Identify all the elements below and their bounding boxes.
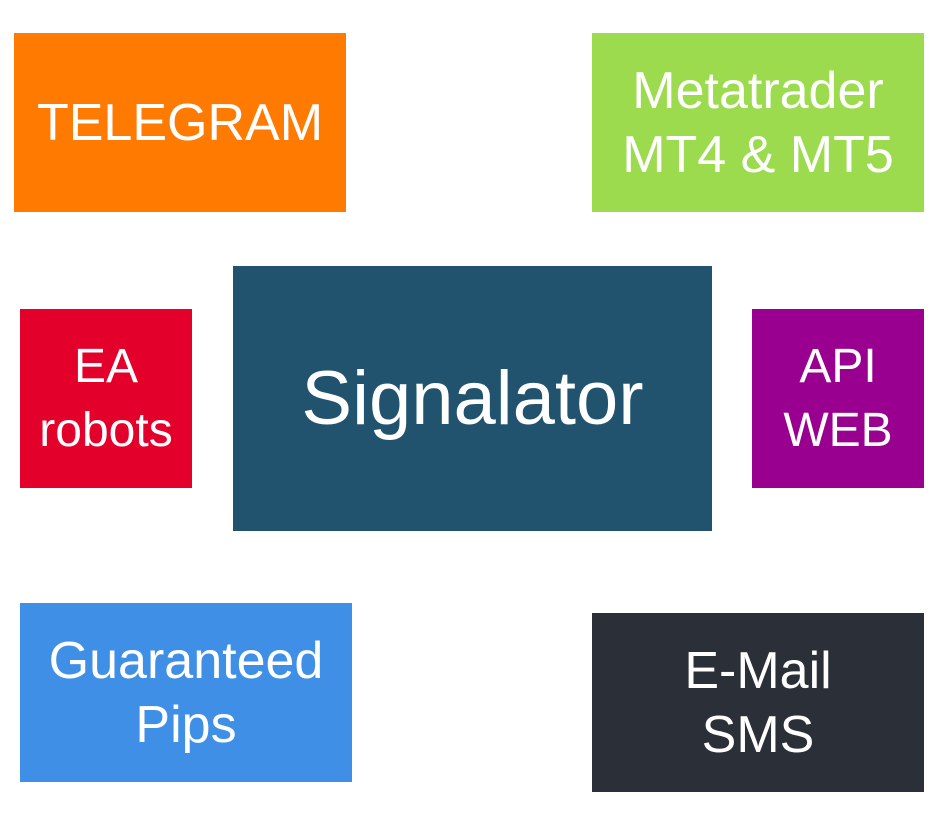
- api-web-box: API WEB: [752, 309, 924, 488]
- metatrader-label-line-1: Metatrader: [632, 61, 884, 120]
- guaranteed-pips-label-line-1: Guaranteed: [48, 631, 324, 690]
- metatrader-label-line-2: MT4 & MT5: [622, 125, 894, 184]
- guaranteed-pips-label-line-2: Pips: [135, 695, 237, 754]
- api-web-label-line-1: API: [799, 339, 877, 393]
- signalator-center-box: Signalator: [233, 266, 712, 531]
- ea-robots-label-line-2: robots: [39, 403, 173, 457]
- telegram-label: TELEGRAM: [36, 93, 324, 152]
- email-sms-label-line-1: E-Mail: [684, 641, 832, 700]
- api-web-label-line-2: WEB: [783, 403, 893, 457]
- signalator-label: Signalator: [301, 355, 644, 441]
- ea-robots-label-line-1: EA: [73, 339, 139, 393]
- email-sms-label-line-2: SMS: [701, 705, 815, 764]
- telegram-box: TELEGRAM: [14, 33, 346, 212]
- email-sms-box: E-Mail SMS: [592, 613, 924, 792]
- guaranteed-pips-box: Guaranteed Pips: [20, 603, 352, 782]
- metatrader-box: Metatrader MT4 & MT5: [592, 33, 924, 212]
- ea-robots-box: EA robots: [20, 309, 192, 488]
